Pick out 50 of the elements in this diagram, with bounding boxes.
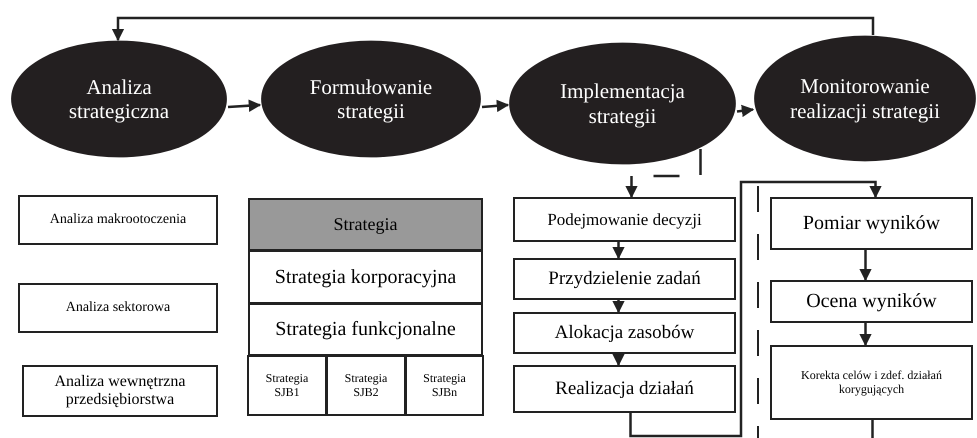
process-box	[326, 355, 406, 416]
node-text: Podejmowanie decyzji	[547, 210, 702, 230]
node-text: Implementacja strategii	[559, 79, 686, 128]
process-ellipse	[753, 35, 977, 162]
process-box	[18, 195, 218, 245]
arrow	[612, 242, 625, 260]
process-box	[770, 345, 973, 420]
process-box	[513, 365, 736, 413]
node-text: Realizacja działań	[555, 378, 694, 400]
process-box	[248, 250, 483, 304]
node-text: Strategia korporacyjna	[274, 266, 456, 288]
process-box	[513, 197, 736, 242]
process-box	[22, 365, 218, 417]
node-text: Strategia SJB2	[344, 372, 388, 400]
process-box	[405, 355, 484, 416]
arrow	[482, 100, 510, 112]
process-box	[513, 258, 736, 300]
process-box	[247, 355, 327, 416]
node-text: Strategia	[334, 214, 398, 235]
arrow	[859, 250, 872, 282]
node-text: Strategia SJBn	[422, 372, 467, 400]
node-text: Strategia SJB1	[264, 372, 310, 400]
node-text: Pomiar wyników	[802, 212, 940, 235]
node-text: Korekta celów i zdef. działań korygujących	[800, 368, 943, 396]
arrow	[112, 16, 874, 42]
node-text: Analiza makrootoczenia	[50, 212, 186, 228]
arrow	[612, 354, 625, 366]
process-box	[18, 283, 218, 333]
arrow	[612, 300, 625, 314]
node-text: Monitorowanie realizacji strategii	[789, 74, 941, 123]
node-text: Strategia funkcjonalne	[275, 318, 456, 341]
arrow	[736, 104, 754, 118]
process-box	[770, 280, 973, 323]
node-text: Przydzielenie zadań	[548, 268, 701, 290]
node-text: Analiza sektorowa	[66, 300, 170, 316]
node-text: Analiza wewnętrzna przedsiębiorstwa	[53, 372, 187, 410]
arrow	[228, 99, 262, 112]
process-ellipse	[508, 42, 737, 165]
node-text: Analiza strategiczna	[68, 74, 170, 124]
node-text: Ocena wyników	[806, 290, 937, 313]
process-ellipse	[10, 40, 228, 158]
header-box	[248, 198, 483, 251]
process-box	[248, 303, 483, 356]
node-text: Formułowanie strategii	[308, 74, 434, 124]
process-ellipse	[260, 40, 482, 158]
arrow	[859, 323, 872, 346]
process-box	[513, 312, 736, 354]
process-box	[770, 197, 973, 250]
node-text: Alokacja zasobów	[554, 322, 694, 344]
arrow	[629, 180, 882, 438]
